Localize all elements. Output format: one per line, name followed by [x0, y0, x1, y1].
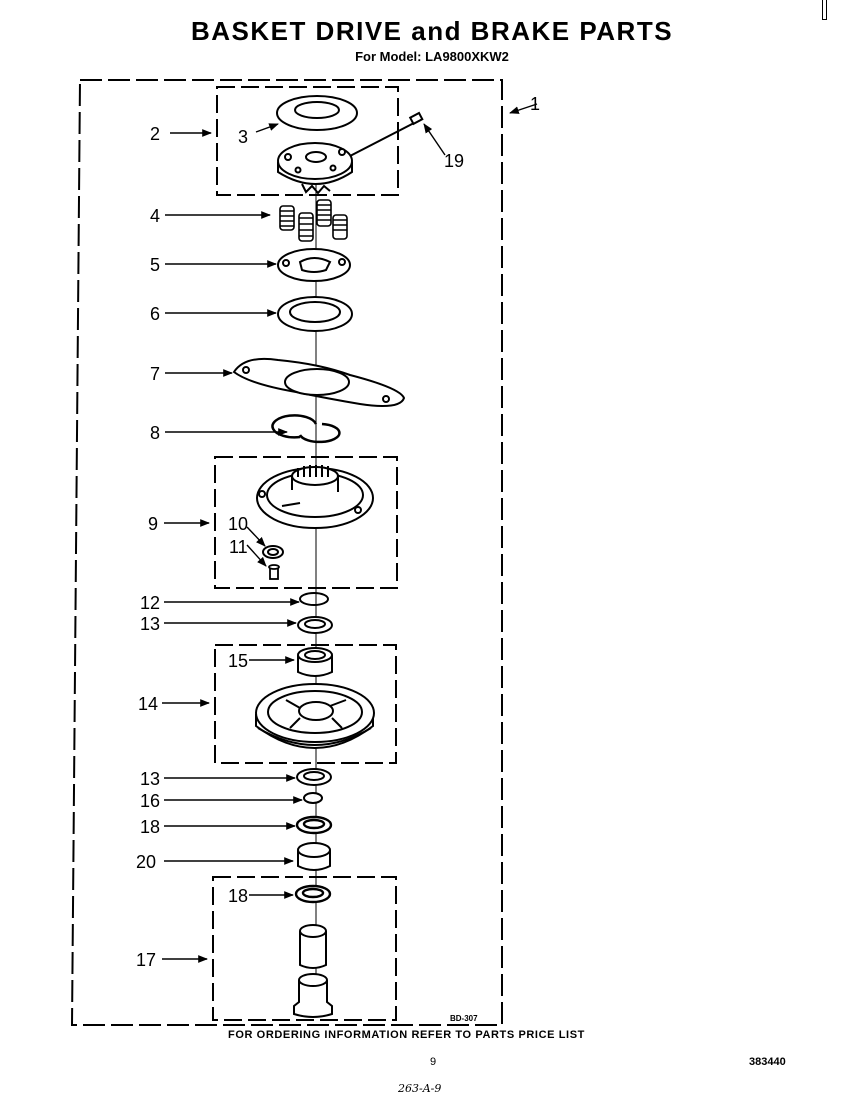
part-16-nut [303, 792, 323, 804]
callout-17: 17 [136, 950, 156, 970]
callout-7: 7 [150, 364, 160, 384]
callout-4: 4 [150, 206, 160, 226]
callout-2: 2 [150, 124, 160, 144]
part-18-seal-upper [295, 815, 333, 835]
part-8-snap-ring [271, 414, 341, 444]
callout-12: 12 [140, 593, 160, 613]
part-17-tube-lower [293, 973, 333, 1018]
callout-19: 19 [444, 151, 464, 171]
ordering-note: FOR ORDERING INFORMATION REFER TO PARTS … [228, 1029, 585, 1041]
part-13-bearing-upper [297, 616, 333, 634]
callout-1: 1 [530, 94, 540, 114]
callout-arrows [162, 103, 538, 963]
part-7-brake-plate [232, 357, 406, 407]
page-edge-mark [822, 0, 827, 20]
page-number: 9 [430, 1056, 437, 1068]
callout-18-upper: 18 [140, 817, 160, 837]
part-10-bushing [262, 545, 284, 559]
part-13-bearing-lower [296, 768, 332, 786]
callout-20: 20 [136, 852, 156, 872]
part-19-pin [349, 111, 424, 157]
callout-6: 6 [150, 304, 160, 324]
part-9-brake-housing [256, 465, 374, 529]
callout-15: 15 [228, 651, 248, 671]
callout-16: 16 [140, 791, 160, 811]
diagram-reference: BD-307 [450, 1014, 478, 1023]
callout-9: 9 [148, 514, 158, 534]
part-14-pulley [255, 683, 375, 749]
part-12-retaining-ring [299, 592, 329, 606]
subassembly-box-9 [214, 456, 398, 589]
part-20-bushing [297, 842, 331, 871]
callout-8: 8 [150, 423, 160, 443]
callout-13-upper: 13 [140, 614, 160, 634]
part-5-retainer-plate [277, 248, 351, 282]
subassembly-box-14 [214, 644, 397, 764]
callout-14: 14 [138, 694, 158, 714]
subassembly-box-17 [212, 876, 397, 1021]
part-2-clutch-plate [277, 142, 353, 195]
page-title: BASKET DRIVE and BRAKE PARTS [190, 16, 674, 46]
handwritten-note: 263-A-9 [398, 1082, 442, 1095]
callout-11: 11 [229, 537, 248, 557]
callout-labels: 1 2 3 19 4 5 6 7 8 9 10 11 12 13 15 14 1… [136, 94, 540, 970]
part-6-washer [277, 296, 353, 332]
part-18-seal-lower [294, 884, 332, 904]
assembly-frame [70, 79, 503, 1026]
part-15-sleeve [297, 647, 333, 677]
callout-10: 10 [228, 514, 248, 534]
callout-3: 3 [238, 127, 248, 147]
callout-18-lower: 18 [228, 886, 248, 906]
part-4-springs [279, 199, 348, 242]
model-subtitle: For Model: LA9800XKW2 [355, 49, 509, 64]
part-11-screw [268, 564, 280, 580]
callout-5: 5 [150, 255, 160, 275]
document-number: 383440 [749, 1056, 786, 1068]
callout-13-lower: 13 [140, 769, 160, 789]
part-3-washer [276, 95, 358, 131]
part-17-tube-upper [299, 924, 327, 969]
